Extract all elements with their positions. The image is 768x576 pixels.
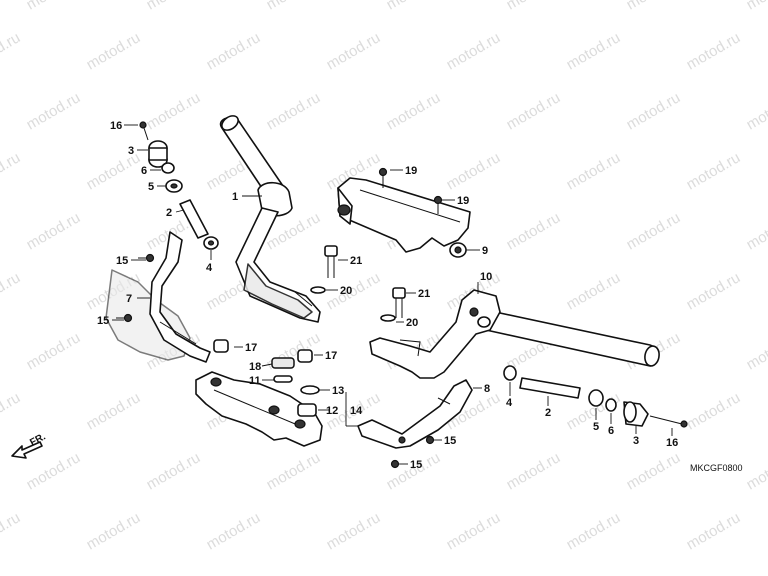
bolt-21-center [310, 245, 338, 294]
callout-7: 7 [126, 293, 132, 305]
callout-13: 13 [332, 385, 344, 397]
rod-2-left [179, 199, 209, 239]
nut-12 [297, 403, 317, 417]
bolt-15-right-b [390, 459, 400, 469]
bolt-19-right [433, 195, 443, 214]
callout-3-right: 3 [633, 435, 639, 447]
weight-3-left [148, 140, 168, 168]
callout-3-left: 3 [128, 145, 134, 157]
callout-15-left-b: 15 [97, 315, 109, 327]
front-label: FR. [28, 431, 48, 448]
lower-cover-part-7 [105, 231, 211, 363]
lower-cover-part-8 [357, 379, 473, 449]
leader-lines [112, 124, 673, 465]
callout-11: 11 [249, 375, 261, 387]
washer-13 [300, 385, 320, 395]
bolt-15-right-a [425, 435, 435, 445]
nut-17-left [213, 339, 229, 353]
lower-handlebar-holder [195, 371, 323, 447]
callout-12: 12 [326, 405, 338, 417]
handlebar-left-part-1 [219, 115, 321, 323]
callout-2-left: 2 [166, 207, 172, 219]
collar-6-left [161, 162, 175, 174]
front-direction-arrow: FR. [11, 431, 48, 459]
weight-3-right [623, 401, 649, 427]
nut-17-right [297, 349, 313, 363]
callout-18: 18 [249, 361, 261, 373]
bolt-16-left [139, 121, 149, 141]
callout-6-right: 6 [608, 425, 614, 437]
bolt-19-top [378, 167, 388, 188]
callout-21-center: 21 [350, 255, 362, 267]
callout-15-left-a: 15 [116, 255, 128, 267]
callout-6-left: 6 [141, 165, 147, 177]
callout-14: 14 [350, 405, 363, 417]
nut-4-right [503, 365, 517, 381]
pin-11 [273, 375, 293, 383]
bolt-16-right [649, 415, 688, 428]
rod-2-right [519, 377, 581, 399]
callout-4-left: 4 [206, 262, 213, 274]
callout-5-right: 5 [593, 421, 599, 433]
callout-16-right: 16 [666, 437, 678, 449]
callout-21-right: 21 [418, 288, 430, 300]
callout-8: 8 [484, 383, 490, 395]
collar-5-left [165, 179, 183, 193]
bushing-18 [271, 357, 295, 369]
callout-15-right-a: 15 [444, 435, 456, 447]
bolt-21-right [380, 287, 406, 322]
callout-10: 10 [480, 271, 492, 283]
callout-19-right: 19 [457, 195, 469, 207]
callout-20-center: 20 [340, 285, 352, 297]
handlebar-right-part-10 [369, 289, 660, 379]
callout-17-left: 17 [245, 342, 257, 354]
collar-6-right [605, 398, 617, 412]
callout-4-right: 4 [506, 397, 513, 409]
diagram-code: MKCGF0800 [690, 463, 743, 473]
bolt-15-left-a [138, 253, 155, 263]
upper-handlebar-holder-part-9 [337, 177, 471, 258]
collar-5-right [588, 389, 604, 407]
callout-20-right: 20 [406, 317, 418, 329]
callout-5-left: 5 [148, 181, 154, 193]
callout-19-top: 19 [405, 165, 417, 177]
callout-15-right-b: 15 [410, 459, 422, 471]
callout-2-right: 2 [545, 407, 551, 419]
callout-16-left: 16 [110, 120, 122, 132]
callout-9: 9 [482, 245, 488, 257]
nut-4-left [203, 236, 219, 250]
callout-1: 1 [232, 191, 238, 203]
callout-17-right: 17 [325, 350, 337, 362]
bolt-15-left-b [116, 313, 133, 323]
